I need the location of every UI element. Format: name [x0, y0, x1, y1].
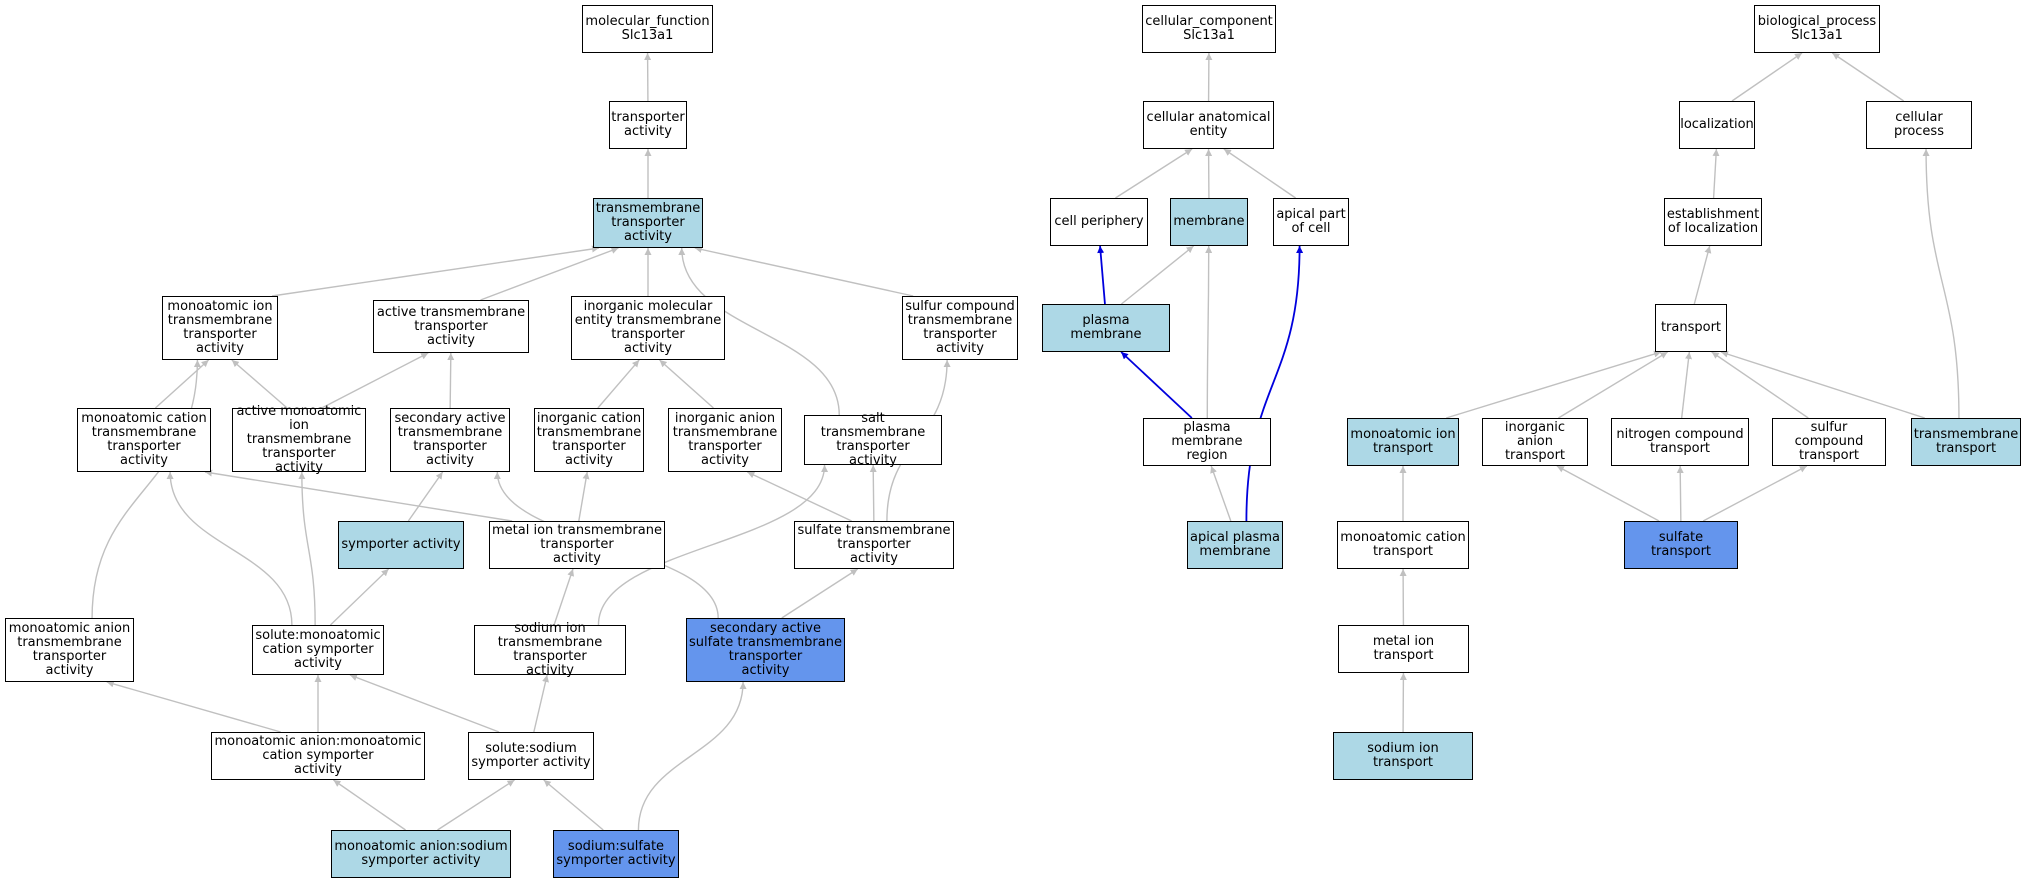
edge-cellular-process-to-bp-root — [1831, 52, 1905, 102]
node-mono-anion-cation-sym[interactable]: monoatomic anion:monoatomic cation sympo… — [211, 732, 425, 780]
node-inorg-cation[interactable]: inorganic cation transmembrane transport… — [534, 408, 644, 472]
edge-sodium-sulfate-to-sec-sulfate — [637, 681, 747, 831]
node-mono-anion-tm[interactable]: monoatomic anion transmembrane transport… — [5, 618, 134, 682]
node-sulfate-transport[interactable]: sulfate transport — [1624, 521, 1738, 569]
edge-active-mono-tm-to-active-tm — [321, 352, 429, 409]
edge-sulfate-transport-to-sulfur-transport — [1702, 465, 1808, 522]
edge-sulfur-transport-to-transport — [1711, 351, 1809, 419]
node-cell-anat[interactable]: cellular anatomical entity — [1143, 101, 1274, 149]
node-inorg-anion-transport[interactable]: inorganic anion transport — [1482, 418, 1588, 466]
edge-salt-tm-to-tm-transporter — [678, 247, 840, 416]
edge-cell-periphery-to-cell-anat — [1115, 148, 1193, 199]
edge-solute-mono-cation-to-mono-cation-tm — [166, 471, 293, 626]
edge-sodium-ion-tm-to-metal-ion-tm — [553, 568, 575, 626]
edge-apical-pm-to-pm-region — [1210, 465, 1232, 522]
edge-active-tm-to-tm-transporter — [480, 247, 619, 301]
edge-sulfate-transport-to-inorg-anion-transport — [1556, 465, 1660, 522]
node-solute-sodium[interactable]: solute:sodium symporter activity — [468, 732, 594, 780]
node-tm-transport[interactable]: transmembrane transport — [1911, 418, 2021, 466]
edge-inorg-anion-tm-to-inorg-mol — [659, 359, 714, 409]
edge-mono-anion-tm-to-mono-ion-tm — [91, 359, 201, 619]
edge-pm-region-to-membrane — [1205, 245, 1213, 419]
edge-tm-transport-to-transport — [1720, 350, 1925, 419]
edge-solute-sodium-to-solute-mono-cation — [349, 674, 500, 733]
node-sodium-ion-tm[interactable]: sodium ion transmembrane transporter act… — [474, 622, 626, 678]
node-cell-periphery[interactable]: cell periphery — [1050, 198, 1148, 246]
node-inorg-mol[interactable]: inorganic molecular entity transmembrane… — [571, 296, 725, 360]
edge-pm-region-to-plasma-membrane — [1120, 351, 1193, 419]
edge-sulfate-tm-to-salt-tm — [869, 464, 877, 522]
node-symporter[interactable]: symporter activity — [338, 521, 464, 569]
edge-solute-mono-cation-to-symporter — [329, 568, 390, 626]
node-sulfate-tm[interactable]: sulfate transmembrane transporter activi… — [794, 521, 954, 569]
edge-solute-sodium-to-sodium-ion-tm — [533, 674, 549, 733]
node-solute-mono-cation[interactable]: solute:monoatomic cation symporter activ… — [252, 625, 384, 675]
edge-sulfur-tm-to-tm-transporter — [694, 246, 914, 297]
edge-sulfate-tm-to-inorg-anion-tm — [747, 471, 852, 522]
node-mono-ion-tm[interactable]: monoatomic ion transmembrane transporter… — [162, 296, 278, 360]
node-sodium-sulfate[interactable]: sodium:sulfate symporter activity — [553, 830, 679, 878]
edge-metal-ion-tm-to-inorg-cation — [578, 471, 590, 522]
node-membrane[interactable]: membrane — [1170, 198, 1248, 246]
node-mono-cation-transport[interactable]: monoatomic cation transport — [1337, 521, 1469, 569]
node-inorg-anion-tm[interactable]: inorganic anion transmembrane transporte… — [668, 408, 782, 472]
node-secondary-active[interactable]: secondary active transmembrane transport… — [390, 408, 510, 472]
edge-plasma-membrane-to-cell-periphery — [1097, 245, 1106, 305]
node-tm-transporter[interactable]: transmembrane transporter activity — [593, 198, 703, 248]
node-plasma-membrane[interactable]: plasma membrane — [1042, 304, 1170, 352]
node-sulfur-tm[interactable]: sulfur compound transmembrane transporte… — [902, 296, 1018, 360]
edge-solute-mono-cation-to-active-mono-tm — [298, 471, 316, 626]
node-establishment[interactable]: establishment of localization — [1664, 198, 1762, 246]
node-metal-ion-tm[interactable]: metal ion transmembrane transporter acti… — [489, 521, 665, 569]
node-sulfur-transport[interactable]: sulfur compound transport — [1772, 418, 1886, 466]
node-cellular-process[interactable]: cellular process — [1866, 101, 1972, 149]
edge-nitrogen-transport-to-transport — [1680, 351, 1693, 419]
edge-mono-anion-sodium-to-solute-sodium — [437, 779, 515, 831]
node-cc-root[interactable]: cellular_component Slc13a1 — [1142, 5, 1276, 53]
edge-apical-part-to-cell-anat — [1223, 148, 1297, 199]
edge-localization-to-bp-root — [1731, 52, 1803, 102]
edge-sodium-sulfate-to-solute-sodium — [543, 779, 604, 831]
edge-secondary-active-to-active-tm — [447, 352, 455, 409]
node-mono-ion-transport[interactable]: monoatomic ion transport — [1347, 418, 1459, 466]
edge-symporter-to-secondary-active — [407, 471, 444, 522]
node-mono-anion-sodium[interactable]: monoatomic anion:sodium symporter activi… — [331, 830, 511, 878]
node-pm-region[interactable]: plasma membrane region — [1143, 418, 1271, 466]
edge-apical-pm-to-apical-part — [1245, 245, 1304, 522]
node-apical-part[interactable]: apical part of cell — [1273, 198, 1349, 246]
node-apical-pm[interactable]: apical plasma membrane — [1187, 521, 1283, 569]
node-metal-ion-transport[interactable]: metal ion transport — [1338, 625, 1469, 673]
edge-sulfate-transport-to-nitrogen-transport — [1676, 465, 1684, 522]
node-mono-cation-tm[interactable]: monoatomic cation transmembrane transpor… — [77, 408, 211, 472]
edge-mono-ion-transport-to-transport — [1445, 350, 1662, 419]
edge-mono-cation-tm-to-mono-ion-tm — [154, 359, 210, 409]
edge-mono-ion-tm-to-tm-transporter — [271, 245, 600, 297]
edge-plasma-membrane-to-membrane — [1121, 245, 1194, 305]
edge-transport-to-establishment — [1693, 245, 1712, 305]
node-transporter[interactable]: transporter activity — [609, 101, 687, 149]
edge-active-mono-tm-to-mono-ion-tm — [231, 359, 288, 409]
edge-mono-anion-sodium-to-mono-anion-cation-sym — [333, 779, 406, 831]
edge-establishment-to-localization — [1712, 148, 1720, 199]
edge-metal-ion-tm-to-mono-cation-tm — [204, 469, 513, 522]
edge-mono-anion-cation-sym-to-mono-anion-tm — [106, 680, 281, 733]
edge-tm-transport-to-cellular-process — [1922, 148, 1960, 419]
edge-inorg-anion-transport-to-transport — [1558, 351, 1668, 419]
edge-sec-sulfate-to-sulfate-tm — [781, 568, 859, 619]
edge-sodium-ion-tm-to-salt-tm — [597, 464, 829, 626]
node-salt-tm[interactable]: salt transmembrane transporter activity — [804, 412, 942, 468]
node-active-mono-tm[interactable]: active monoatomic ion transmembrane tran… — [232, 405, 366, 475]
edge-inorg-cation-to-inorg-mol — [597, 359, 640, 409]
node-localization[interactable]: localization — [1679, 101, 1755, 149]
node-sec-sulfate[interactable]: secondary active sulfate transmembrane t… — [686, 618, 845, 682]
node-sodium-ion-transport[interactable]: sodium ion transport — [1333, 732, 1473, 780]
node-transport[interactable]: transport — [1655, 304, 1727, 352]
node-mf-root[interactable]: molecular_function Slc13a1 — [582, 5, 713, 53]
node-bp-root[interactable]: biological_process Slc13a1 — [1754, 5, 1880, 53]
node-nitrogen-transport[interactable]: nitrogen compound transport — [1611, 418, 1749, 466]
node-active-tm[interactable]: active transmembrane transporter activit… — [373, 300, 529, 353]
